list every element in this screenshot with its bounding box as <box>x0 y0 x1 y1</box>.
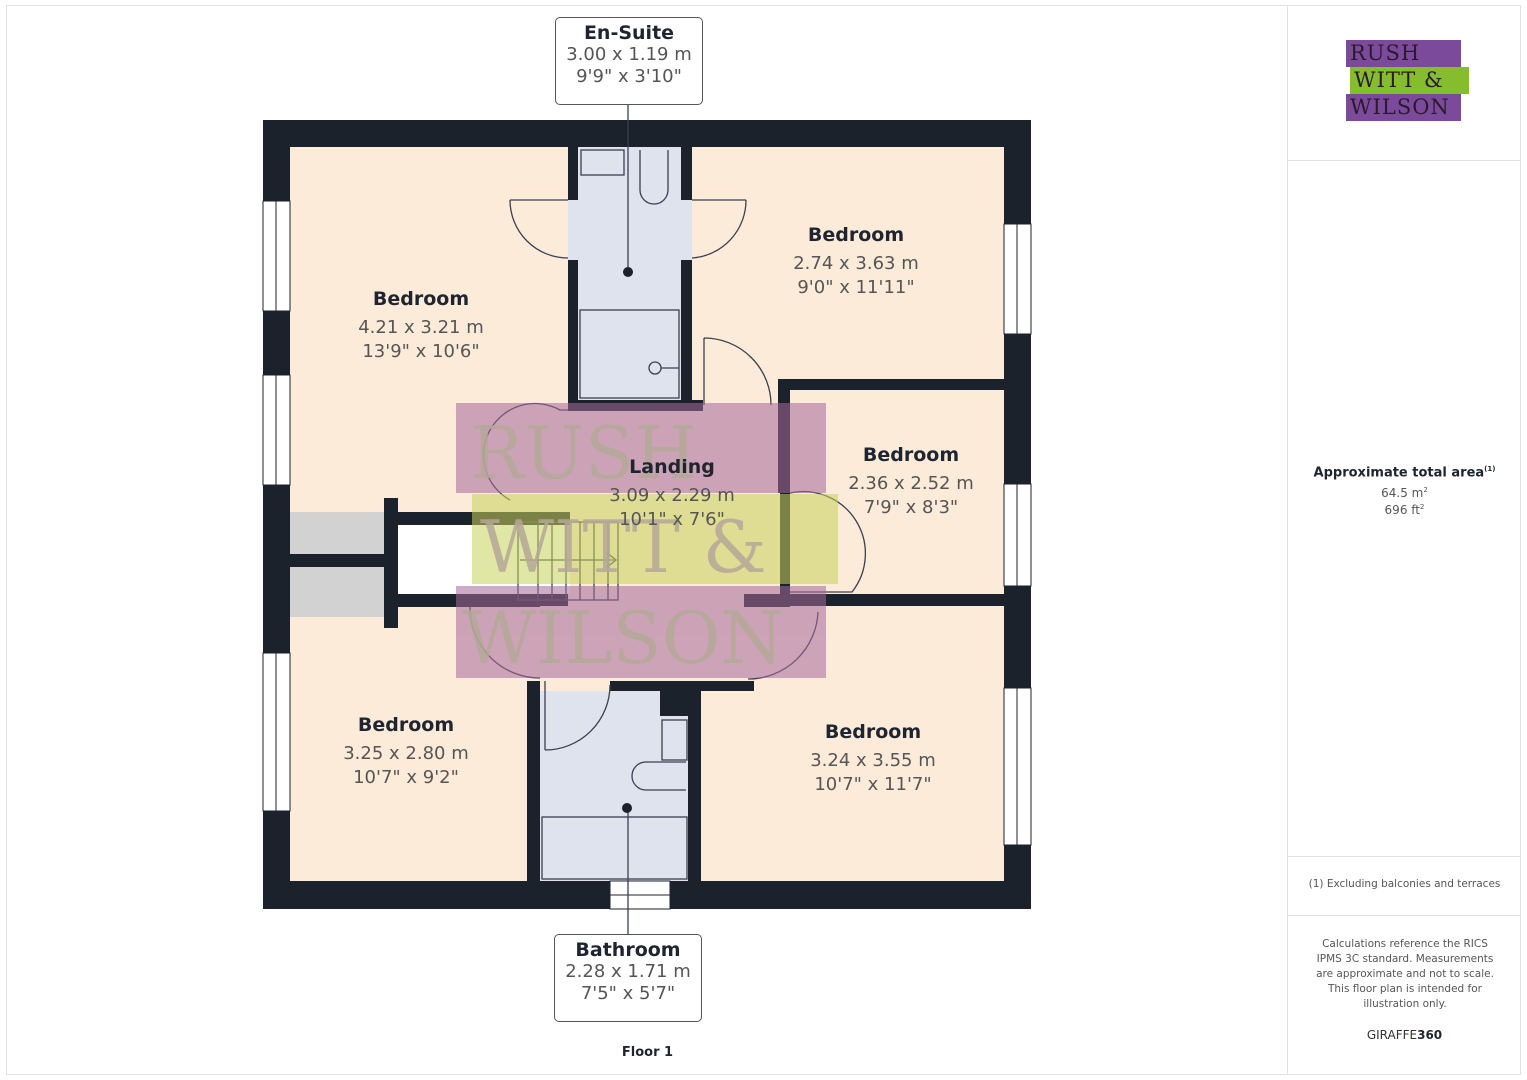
wall <box>778 379 1004 390</box>
svg-text:10'1" x 7'6": 10'1" x 7'6" <box>619 509 725 530</box>
disclaimer: Calculations reference the RICS IPMS 3C … <box>1316 938 1494 1010</box>
info-sidebar: RUSH WITT & WILSON Approximate total are… <box>1287 5 1521 1075</box>
footnote-section: (1) Excluding balconies and terraces <box>1288 857 1521 916</box>
wall <box>384 498 398 628</box>
callout-name: Bathroom <box>575 939 681 961</box>
svg-text:WITT &: WITT & <box>480 505 767 589</box>
door-opening <box>681 200 692 260</box>
total-area: Approximate total area(1) 64.5 m2 696 ft… <box>1313 465 1496 518</box>
bathroom-callout: Bathroom 2.28 x 1.71 m 7'5" x 5'7" <box>554 934 702 1022</box>
area-title: Approximate total area <box>1313 465 1485 481</box>
ensuite-callout-dot <box>623 267 633 277</box>
room-bedroom-ne <box>692 147 1004 379</box>
callout-name: En-Suite <box>583 22 675 44</box>
watermark <box>456 403 838 678</box>
area-imperial: 696 ft <box>1384 503 1420 518</box>
bathroom-callout-dot <box>622 803 632 813</box>
footnote: (1) Excluding balconies and terraces <box>1308 878 1501 890</box>
wall <box>610 681 754 691</box>
room-name: Bedroom <box>863 444 959 466</box>
door-opening <box>568 200 578 260</box>
ensuite-callout: En-Suite 3.00 x 1.19 m 9'9" x 3'10" <box>555 17 703 105</box>
logo-section: RUSH WITT & WILSON <box>1288 5 1521 161</box>
wall <box>790 594 1004 606</box>
ensuite-door-gap <box>568 200 692 260</box>
room-name: Landing <box>629 456 715 478</box>
bathroom-door-gap <box>540 681 610 691</box>
room-name: Bedroom <box>808 224 904 246</box>
svg-text:9'0" x 11'11": 9'0" x 11'11" <box>797 277 914 298</box>
cupboard-1 <box>290 512 384 554</box>
svg-text:3.25 x 2.80 m: 3.25 x 2.80 m <box>343 743 469 764</box>
wall <box>290 554 384 567</box>
area-metric: 64.5 m <box>1381 486 1424 501</box>
svg-text:3.24 x 3.55 m: 3.24 x 3.55 m <box>810 750 936 771</box>
room-labels: Bedroom 4.21 x 3.21 m 13'9" x 10'6" Bedr… <box>343 224 974 795</box>
watermark-text: RUSH WITT & WILSON <box>462 411 784 680</box>
wall <box>660 691 701 716</box>
area-section: Approximate total area(1) 64.5 m2 696 ft… <box>1288 161 1521 857</box>
svg-text:10'7" x 11'7": 10'7" x 11'7" <box>814 774 931 795</box>
svg-text:7'9" x 8'3": 7'9" x 8'3" <box>864 497 958 518</box>
room-name: Bedroom <box>825 721 921 743</box>
page-frame <box>6 5 1521 1075</box>
floor-label: Floor 1 <box>621 1045 674 1060</box>
landing-link <box>290 502 580 512</box>
windows <box>262 200 1032 910</box>
cupboard-2 <box>290 567 384 617</box>
svg-text:WILSON: WILSON <box>462 596 784 680</box>
svg-text:RUSH: RUSH <box>470 411 697 495</box>
wall <box>688 691 701 881</box>
wall <box>681 147 692 411</box>
svg-text:2.36 x 2.52 m: 2.36 x 2.52 m <box>848 473 974 494</box>
wall <box>527 681 540 881</box>
svg-text:10'7" x 9'2": 10'7" x 9'2" <box>353 767 459 788</box>
svg-text:2.74 x 3.63 m: 2.74 x 3.63 m <box>793 253 919 274</box>
room-name: Bedroom <box>373 288 469 310</box>
svg-text:3.09 x 2.29 m: 3.09 x 2.29 m <box>609 485 735 506</box>
room-bathroom <box>540 690 688 881</box>
svg-text:4.21 x 3.21 m: 4.21 x 3.21 m <box>358 317 484 338</box>
brand-mark: GIRAFFE360 <box>1366 1028 1443 1042</box>
wall <box>568 147 578 411</box>
room-name: Bedroom <box>358 714 454 736</box>
svg-text:13'9" x 10'6": 13'9" x 10'6" <box>362 341 479 362</box>
company-logo: RUSH WITT & WILSON <box>1346 40 1469 121</box>
